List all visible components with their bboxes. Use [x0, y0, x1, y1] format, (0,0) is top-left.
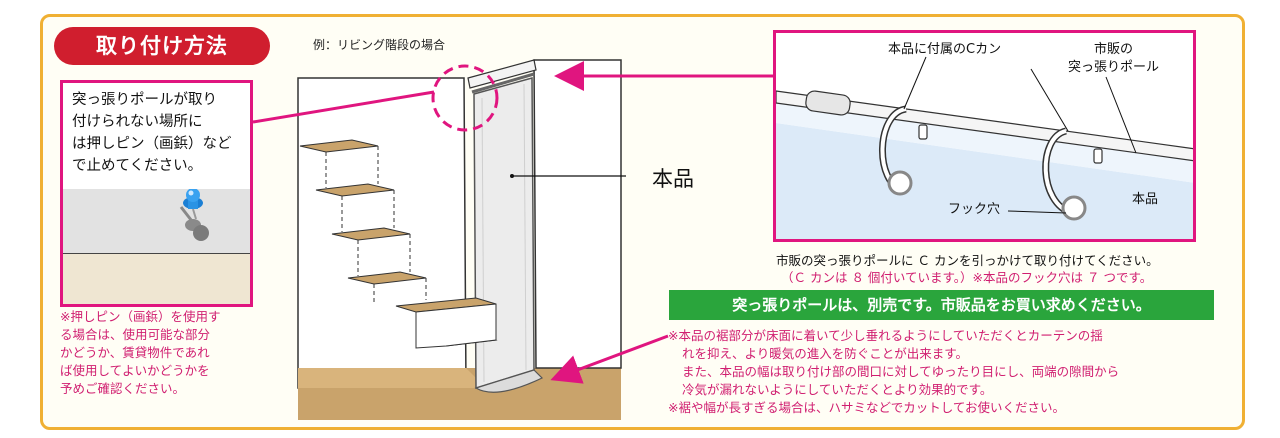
tension-pole [471, 72, 535, 94]
push-pin-line: は押しピン（画鋲）など [72, 136, 232, 152]
push-pin-info-box: 突っ張りポールが取り 付けられない場所に は押しピン（画鋲）など で止めてくださ… [60, 80, 253, 307]
caution-line: ※押しピン（画鋲）を使用す [60, 309, 221, 324]
floor-photo [63, 253, 250, 304]
note-line: ※本品の裾部分が床面に着いて少し垂れるようにしていただくとカーテンの揺 [668, 328, 1103, 343]
tension-pole-detail [776, 90, 1193, 162]
caution-line: 予めご確認ください。 [60, 381, 186, 396]
attach-instruction: 市販の突っ張りポールに Ｃ カンを引っかけて取り付けてください。 [776, 253, 1159, 268]
c-ring-label: 本品に付属のCカン [888, 42, 1002, 57]
caution-line: る場合は、使用可能な部分 [60, 327, 211, 342]
pole-detail-illustration [776, 56, 1193, 239]
section-title: 取り付け方法 [54, 27, 270, 65]
push-pin-line: 突っ張りポールが取り [72, 92, 217, 108]
hook-hole-label: フック穴 [948, 202, 1001, 217]
detail-product-label: 本品 [1132, 192, 1159, 207]
caution-line: かどうか、賃貸物件であれ [60, 345, 210, 360]
push-pin-illustration [179, 189, 209, 241]
sold-separately-banner: 突っ張りポールは、別売です。市販品をお買い求めください。 [669, 290, 1214, 320]
example-label: 例：リビング階段の場合 [313, 38, 446, 52]
note-line: また、本品の幅は取り付け部の間口に対してゆったり目にし、両端の隙間から [682, 364, 1120, 379]
pole-label-line1: 市販の [1094, 42, 1134, 57]
product-label: 本品 [652, 167, 694, 191]
push-pin-shadow-icon [179, 206, 209, 241]
push-pin-line: 付けられない場所に [72, 114, 203, 130]
c-ring-detail-box: 本品に付属のCカン 市販の 突っ張りポール 本品 フック穴 [773, 30, 1196, 242]
c-ring-count-note: （Ｃ カンは ８ 個付いています。）※本品のフック穴は ７ つです。 [781, 270, 1153, 285]
pole-label-line2: 突っ張りポール [1068, 60, 1160, 75]
push-pin-line: で止めてください。 [72, 158, 203, 174]
note-line: 冷気が漏れないようにしていただくとより効果的です。 [682, 382, 993, 397]
note-line: れを抑え、より暖気の進入を防ぐことが出来ます。 [682, 346, 969, 361]
living-stairs-illustration [297, 59, 626, 420]
note-line: ※裾や幅が長すぎる場合は、ハサミなどでカットしてお使いください。 [668, 400, 1065, 415]
caution-line: ば使用してよいかどうかを [60, 363, 210, 378]
push-pin-instructions: 突っ張りポールが取り 付けられない場所に は押しピン（画鋲）など で止めてくださ… [72, 89, 250, 177]
push-pin-icon [183, 189, 203, 220]
hook-hole-icon [887, 170, 1087, 221]
push-pin-caution: ※押しピン（画鋲）を使用す る場合は、使用可能な部分 かどうか、賃貸物件であれ … [60, 308, 260, 398]
